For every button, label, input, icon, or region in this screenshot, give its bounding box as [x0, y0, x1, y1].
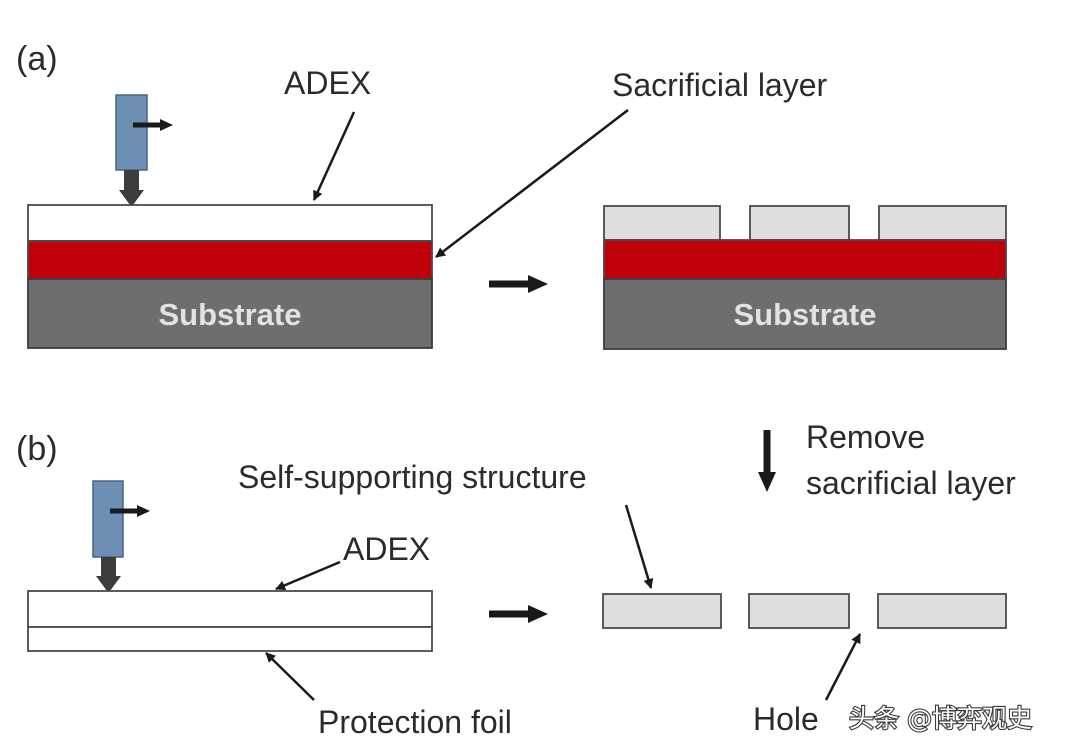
remove-step-line2: sacrificial layer [806, 465, 1016, 501]
remove-step-line1: Remove [806, 419, 925, 455]
process-arrow-icon [489, 275, 548, 293]
adex-pointer-b [275, 560, 341, 591]
adex-label-b: ADEX [343, 531, 430, 567]
adex-layer-b [27, 590, 433, 628]
patterned-adex-segment-2 [749, 205, 850, 241]
self-supporting-pointer [624, 504, 654, 589]
scan-direction-arrow-icon [110, 505, 150, 517]
substrate-right-label: Substrate [734, 297, 877, 332]
print-nozzle-icon [115, 94, 148, 207]
panel-b-label: (b) [16, 430, 58, 468]
watermark-text: 头条 @博弈观史 [849, 704, 1032, 733]
adex-label-a: ADEX [284, 65, 371, 101]
print-nozzle-icon [92, 480, 124, 593]
sacrificial-pointer [435, 109, 629, 258]
adex-pointer-a [312, 111, 356, 201]
self-supporting-structure-label: Self-supporting structure [238, 459, 587, 495]
protection-foil-pointer [265, 652, 315, 701]
scan-direction-arrow-icon [133, 119, 173, 131]
panel-a-label: (a) [16, 40, 58, 78]
patterned-adex-segment-3 [878, 205, 1007, 241]
substrate-left-label: Substrate [159, 297, 302, 332]
structure-segment-2 [748, 593, 850, 629]
substrate-layer-right [603, 278, 1007, 350]
protection-foil-label: Protection foil [318, 704, 512, 740]
right-layer-stack: Substrate [603, 205, 1007, 350]
substrate-layer [27, 278, 433, 349]
down-arrow-icon [758, 430, 776, 492]
hole-label: Hole [753, 701, 819, 737]
sacrificial-layer-label: Sacrificial layer [612, 67, 828, 103]
foil-layer-stack [27, 590, 433, 652]
sacrificial-layer [27, 240, 433, 280]
structure-segment-1 [602, 593, 722, 629]
hole-pointer [824, 633, 862, 701]
adex-layer [27, 204, 433, 242]
self-supporting-structure [602, 593, 1007, 629]
structure-segment-3 [877, 593, 1007, 629]
sacrificial-layer-right [603, 239, 1007, 280]
patterned-adex-segment-1 [603, 205, 721, 241]
process-arrow-icon [489, 605, 548, 623]
protection-foil-layer [27, 626, 433, 652]
left-layer-stack: Substrate [27, 204, 433, 349]
